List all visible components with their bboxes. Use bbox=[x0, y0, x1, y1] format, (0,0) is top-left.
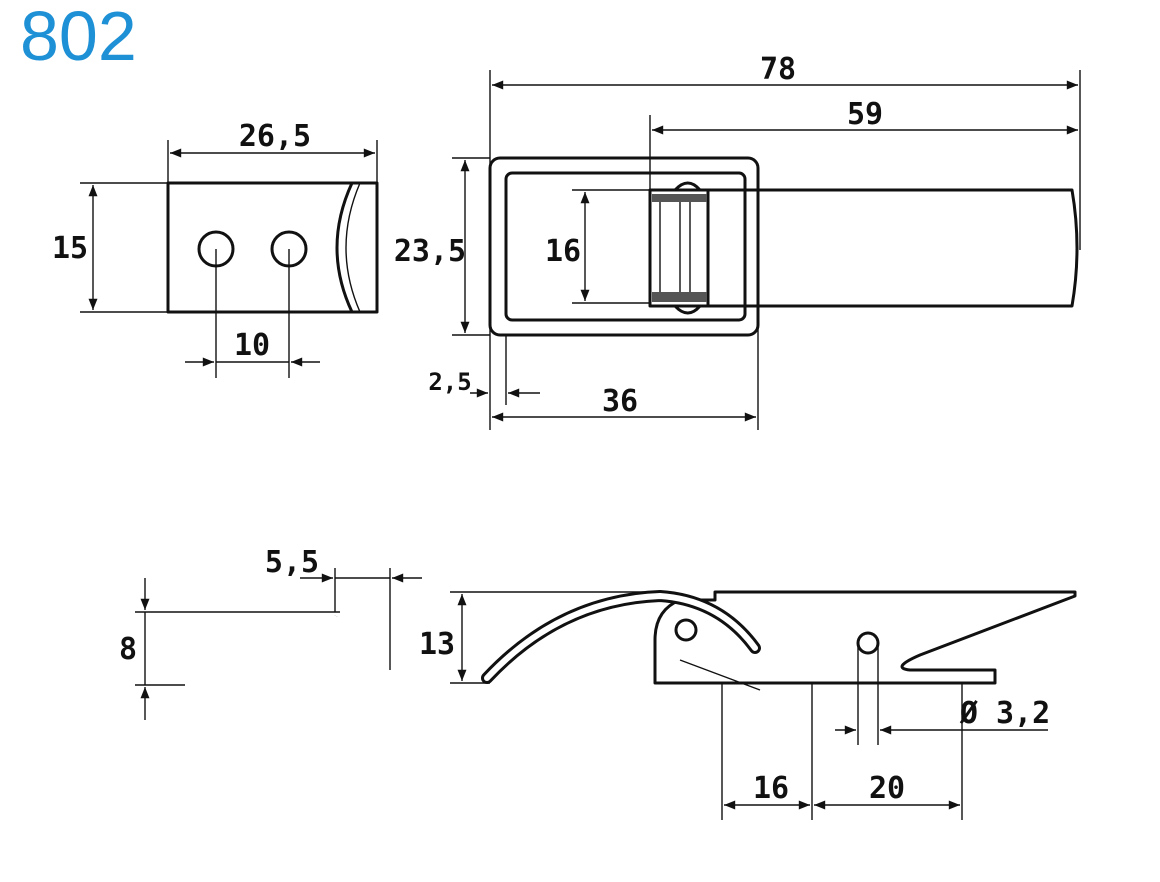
dim-frame-height: 23,5 bbox=[394, 234, 466, 269]
dim-frame-wall: 2,5 bbox=[428, 368, 471, 396]
dim-clip-height: 8 bbox=[119, 632, 137, 667]
dim-lever-length: 59 bbox=[847, 97, 883, 132]
dim-frame-length: 36 bbox=[602, 384, 638, 419]
latch-top-view: 78 59 23,5 16 2,5 36 bbox=[394, 52, 1081, 430]
dim-hole-distance: 20 bbox=[869, 771, 905, 806]
strike-clip-side-view: 8 5,5 bbox=[119, 545, 422, 720]
dim-side-height: 13 bbox=[419, 627, 455, 662]
model-number: 802 bbox=[20, 0, 137, 75]
dim-side-offset: 16 bbox=[753, 771, 789, 806]
dim-total-length: 78 bbox=[760, 52, 796, 87]
dim-clip-depth: 5,5 bbox=[265, 545, 319, 580]
dim-hole-spacing: 10 bbox=[234, 328, 270, 363]
dim-plate-height: 15 bbox=[52, 231, 88, 266]
dim-plate-width: 26,5 bbox=[239, 119, 311, 154]
dim-catch-height: 16 bbox=[545, 234, 581, 269]
pivot-hole bbox=[856, 631, 880, 655]
dim-hole-diameter: Ø 3,2 bbox=[959, 696, 1050, 731]
latch-side-view: 13 16 20 Ø 3,2 bbox=[419, 589, 1077, 820]
strike-plate-view: 26,5 15 10 bbox=[52, 119, 379, 378]
